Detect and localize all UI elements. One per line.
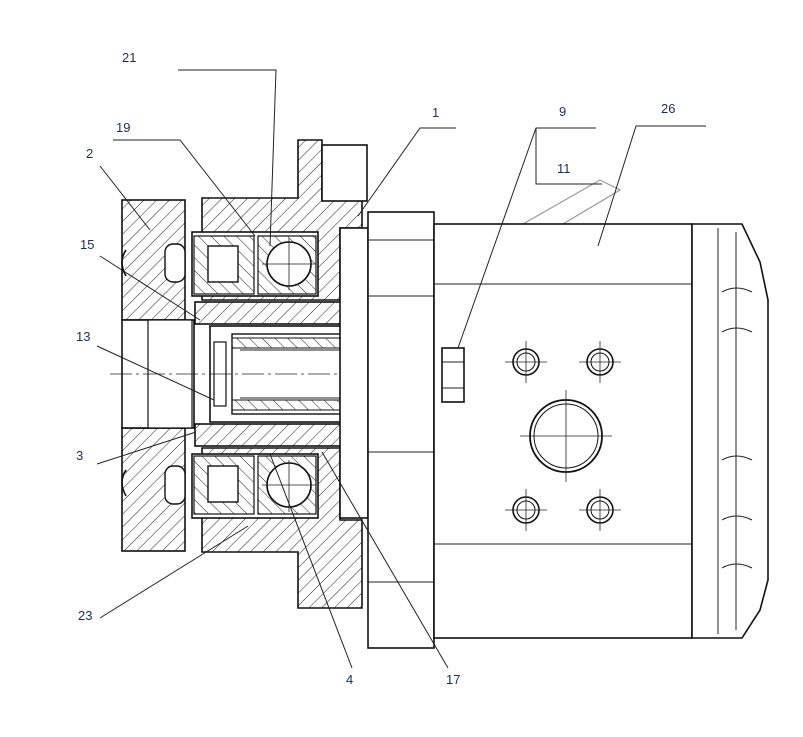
mounting-flange	[339, 211, 435, 649]
callout-15: 15	[80, 237, 95, 252]
callout-13: 13	[76, 329, 91, 344]
callout-21: 21	[122, 50, 137, 65]
drive-gear	[121, 199, 195, 552]
callout-19: 19	[116, 120, 131, 135]
callout-2: 2	[86, 146, 94, 161]
callout-9: 9	[559, 104, 567, 119]
leader-lines	[96, 69, 706, 669]
callout-11: 11	[557, 161, 571, 176]
callout-26: 26	[661, 101, 676, 116]
callout-3: 3	[76, 448, 84, 463]
pump-body	[433, 223, 693, 639]
upper-bearing	[191, 231, 319, 297]
callout-17: 17	[446, 672, 461, 687]
rear-cover	[691, 223, 769, 639]
callout-1: 1	[432, 105, 440, 120]
lower-bearing	[191, 453, 319, 519]
callout-23: 23	[78, 608, 93, 623]
callout-4: 4	[346, 672, 354, 687]
